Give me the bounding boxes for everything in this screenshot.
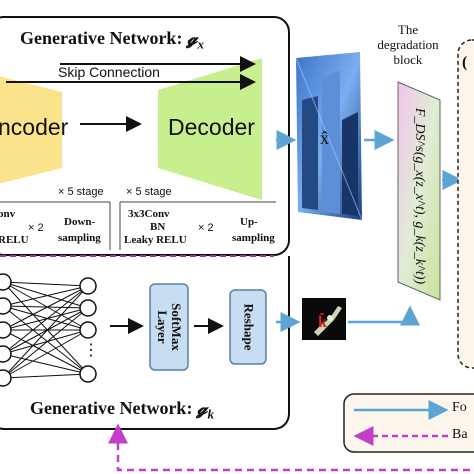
decoder-block [158, 58, 262, 200]
encoder-label: ncoder [0, 114, 69, 140]
degradation-line1: The [397, 22, 419, 37]
softmax-line2: Layer [155, 310, 171, 344]
softmax-label: SoftMax Layer [150, 284, 188, 370]
left-stage-times: × 2 [28, 222, 44, 234]
encoder-block [0, 76, 62, 184]
g-subscript: x [197, 36, 205, 52]
generative-network-k-title: Generative Network: 𝓰k [30, 398, 214, 423]
degradation-title: The degradation block [366, 22, 450, 67]
right-stage-times: × 2 [198, 222, 214, 234]
nn-connection [2, 307, 89, 355]
degradation-line2: degradation [377, 37, 439, 52]
title-text: Generative Network: [20, 28, 187, 48]
decoder-label: Decoder [168, 114, 255, 140]
left-stage-line1: onv [0, 208, 16, 220]
left-stage-op-line1: Down- [64, 216, 96, 228]
reshape-block [229, 289, 267, 365]
k-hat-label: k̂ [318, 314, 327, 331]
left-stage-count: × 5 stage [58, 186, 104, 198]
nn-connection [2, 285, 89, 331]
nn-connection [2, 285, 89, 307]
softmax-layer-block [149, 283, 189, 371]
nn-connection [2, 285, 89, 355]
nn-connection [2, 281, 89, 309]
neural-network [2, 281, 89, 379]
degradation-formula-wrap: F_DS^s(g_x(z_x^t), g_k(z_k^t)) [398, 96, 440, 296]
generative-network-x-title: Generative Network: 𝓰x [20, 28, 204, 53]
x-hat-label: x̂ [320, 128, 329, 148]
reshape-text: Reshape [241, 303, 257, 351]
nn-connection [2, 281, 89, 331]
nn-connection [2, 373, 89, 379]
left-stage-line2: RELU [0, 234, 29, 246]
nn-connection [2, 285, 89, 379]
right-stage-op-line1: Up- [240, 216, 258, 228]
title-text-k: Generative Network: [30, 398, 197, 418]
legend-forward-label: Fo [452, 400, 467, 415]
right-panel-letter: ( [462, 54, 468, 71]
backward-arrow-loop [108, 423, 470, 472]
degradation-formula: F_DS^s(g_x(z_x^t), g_k(z_k^t)) [412, 107, 427, 285]
nn-connection [2, 307, 89, 331]
nn-connection [2, 305, 89, 375]
nn-connection [2, 281, 89, 287]
nn-connection [2, 305, 89, 309]
nn-connection [2, 329, 89, 375]
right-stage-line3: Leaky RELU [124, 234, 187, 246]
skip-connection-label: Skip Connection [58, 64, 160, 80]
nn-connection [2, 329, 89, 355]
right-stage-op-line2: sampling [232, 232, 275, 244]
g-symbol-k: 𝓰 [196, 398, 208, 418]
legend-backward-label: Ba [452, 427, 468, 442]
nn-connection [2, 329, 89, 379]
g-subscript-k: k [207, 406, 215, 422]
nn-connection [2, 305, 89, 331]
forward-arrow-k-to-degradation [348, 305, 420, 326]
right-stage-line1: 3x3Conv [128, 208, 170, 220]
nn-connection [2, 307, 89, 379]
nn-connection [2, 353, 89, 375]
nn-connection [2, 281, 89, 375]
softmax-line1: SoftMax [169, 303, 185, 351]
output-image-x [295, 52, 363, 221]
degradation-block [397, 81, 441, 301]
left-stage-op-line2: sampling [58, 232, 101, 244]
nn-ellipsis: ⋮ [83, 342, 99, 359]
reshape-label: Reshape [230, 290, 266, 364]
g-symbol: 𝓰 [186, 28, 198, 48]
output-image-k [302, 298, 346, 340]
degradation-line3: block [393, 52, 423, 67]
right-stage-count: × 5 stage [126, 186, 172, 198]
nn-hidden-nodes [0, 273, 97, 387]
right-panel [457, 39, 474, 369]
right-stage-line2: BN [150, 221, 166, 233]
